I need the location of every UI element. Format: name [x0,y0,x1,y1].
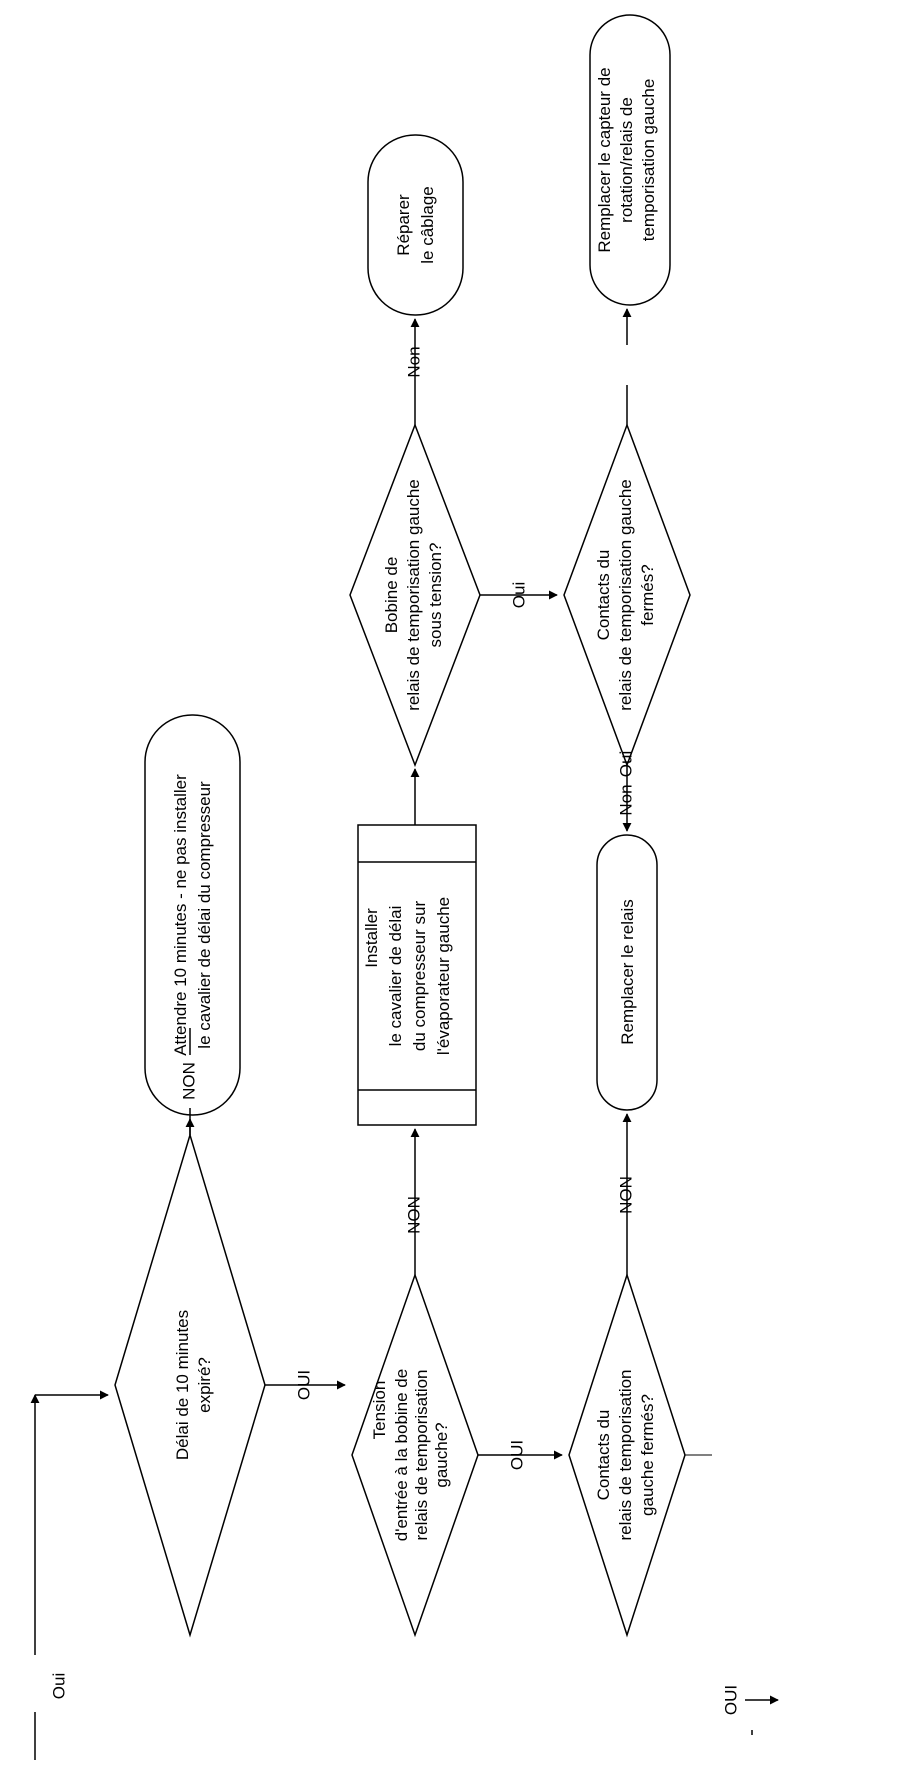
text-delay-expired: Délai de 10 minutes expiré? [173,1310,214,1460]
svg-text:le cavalier de délai du compre: le cavalier de délai du compresseur [195,781,214,1049]
label-coil-yes: Oui [509,582,528,608]
svg-text:le câblage: le câblage [418,186,437,264]
label-contacts-yes: Oui [616,751,635,777]
line: temporisation gauche [639,79,658,242]
line: rotation/relais de [617,97,636,223]
svg-text:Remplacer le capteur de: Remplacer le capteur de [595,67,614,252]
text-replace-sensor: Remplacer le capteur de rotation/relais … [595,67,658,252]
line: Installer [362,908,381,968]
line: gauche? [432,1422,451,1487]
line: le câblage [418,186,437,264]
line: le cavalier de délai [386,906,405,1047]
line: le cavalier de délai du compresseur [195,781,214,1049]
svg-text:rotation/relais de: rotation/relais de [617,97,636,223]
svg-text:gauche?: gauche? [432,1422,451,1487]
text-replace-relay: Remplacer le relais [618,899,637,1045]
text-wait-10-minutes: Attendre 10 minutes - ne pas installer l… [171,774,214,1056]
svg-text:du compresseur sur: du compresseur sur [410,901,429,1052]
svg-text:Attendre 10 minutes - ne pas i: Attendre 10 minutes - ne pas installer [171,774,190,1056]
line: d'entrée à la bobine de [392,1369,411,1541]
line: Remplacer le relais [618,899,637,1045]
terminal-wait-10-minutes [144,714,241,1116]
line: sous tension? [426,543,445,648]
line: Remplacer le capteur de [595,67,614,252]
line: fermés? [638,564,657,625]
svg-text:d'entrée à la bobine de: d'entrée à la bobine de [392,1369,411,1541]
svg-text:gauche fermés?: gauche fermés? [638,1394,657,1516]
line: Réparer [394,194,413,256]
svg-text:Remplacer le relais: Remplacer le relais [618,899,637,1045]
svg-text:Contacts du: Contacts du [594,1410,613,1501]
line: Contacts du [594,550,613,641]
svg-text:le cavalier de délai: le cavalier de délai [386,906,405,1047]
svg-text:Contacts du: Contacts du [594,550,613,641]
line: gauche fermés? [638,1394,657,1516]
svg-text:temporisation gauche: temporisation gauche [639,79,658,242]
text-input-voltage: Tension d'entrée à la bobine de relais d… [370,1369,451,1541]
text-coil-energized: Bobine de relais de temporisation gauche… [382,479,445,711]
terminal-replace-sensor [589,14,671,306]
line: relais de temporisation [616,1369,635,1540]
terminal-replace-relay [596,834,658,1111]
svg-text:Installer: Installer [362,908,381,968]
line: l'évaporateur gauche [434,897,453,1055]
label-lower-contacts-yes: OUI [721,1685,740,1715]
process-install-jumper [357,824,477,1126]
line: relais de temporisation [412,1369,431,1540]
text-repair-wiring: Réparer le câblage [394,186,437,264]
label-delay-no: NON [179,1062,198,1100]
line: Délai de 10 minutes [173,1310,192,1460]
label-start-yes: Oui [49,1673,68,1699]
line: Contacts du [594,1410,613,1501]
svg-text:expiré?: expiré? [195,1357,214,1413]
terminal-repair-wiring [367,134,464,316]
label-lower-contacts-no: NON [616,1176,635,1214]
line: relais de temporisation gauche [404,479,423,711]
line: relais de temporisation gauche [616,479,635,711]
label-delay-yes: OUI [294,1370,313,1400]
svg-text:fermés?: fermés? [638,564,657,625]
svg-text:relais de temporisation: relais de temporisation [616,1369,635,1540]
svg-text:sous tension?: sous tension? [426,543,445,648]
text-contacts-closed-upper: Contacts du relais de temporisation gauc… [594,479,657,711]
label-contacts-no: Non [616,784,635,815]
label-coil-no: Non [404,346,423,377]
text-contacts-closed-lower: Contacts du relais de temporisation gauc… [594,1369,657,1540]
label-voltage-no: NON [404,1196,423,1234]
svg-text:l'évaporateur gauche: l'évaporateur gauche [434,897,453,1055]
svg-text:relais de temporisation gauche: relais de temporisation gauche [404,479,423,711]
svg-text:Délai de 10 minutes: Délai de 10 minutes [173,1310,192,1460]
svg-text:relais de temporisation: relais de temporisation [412,1369,431,1540]
label-voltage-yes: OUI [507,1440,526,1470]
line: du compresseur sur [410,901,429,1052]
svg-text:relais de temporisation gauche: relais de temporisation gauche [616,479,635,711]
line: Tension [370,1381,389,1440]
svg-text:Bobine de: Bobine de [382,557,401,634]
line: expiré? [195,1357,214,1413]
line: Bobine de [382,557,401,634]
svg-text:Réparer: Réparer [394,194,413,256]
line: Attendre 10 minutes - ne pas installer [171,774,190,1056]
svg-text:Tension: Tension [370,1381,389,1440]
text-install-jumper: Installer le cavalier de délai du compre… [362,897,453,1055]
